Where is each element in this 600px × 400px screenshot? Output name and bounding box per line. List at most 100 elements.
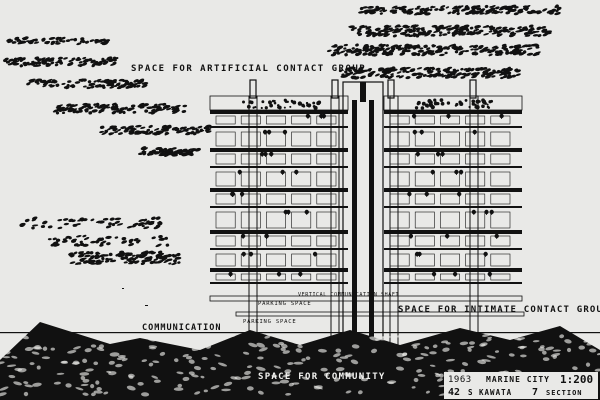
stipple-mark (353, 69, 361, 73)
unit-room (389, 193, 410, 205)
stipple-mark (141, 84, 148, 88)
terrain-stipple (351, 344, 360, 349)
stipple-mark (168, 262, 172, 265)
terrain-stipple (542, 357, 550, 362)
stipple-mark (375, 50, 379, 54)
stipple-mark (542, 9, 546, 12)
stipple-mark (50, 40, 56, 45)
terrain-stipple (486, 338, 492, 342)
stipple-mark (171, 253, 175, 257)
stipple-mark (491, 11, 496, 14)
terrain-stipple (13, 381, 22, 386)
terrain-stipple (461, 362, 469, 366)
stipple-mark (415, 75, 423, 79)
stipple-mark (161, 152, 167, 157)
floor-slab (210, 166, 348, 168)
stipple-mark (113, 58, 117, 62)
stipple-mark (91, 62, 98, 66)
stipple-mark (508, 27, 515, 31)
terrain-stipple (357, 390, 363, 395)
terrain-stipple (203, 389, 208, 393)
floor-slab (210, 148, 348, 152)
stipple-mark (362, 6, 368, 9)
floor-slab (210, 126, 348, 128)
stipple-mark (449, 71, 455, 76)
terrain-stipple (60, 360, 69, 364)
stipple-mark (412, 72, 418, 76)
stipple-mark (171, 111, 178, 114)
stipple-mark (135, 124, 142, 128)
stipple-mark (112, 110, 117, 114)
unit-room (266, 235, 286, 247)
unit-room (389, 153, 410, 165)
stipple-mark (79, 242, 85, 246)
stipple-mark (448, 44, 455, 48)
stipple-mark (477, 5, 481, 8)
stipple-mark (144, 256, 151, 260)
terrain-stipple (297, 344, 303, 349)
terrain-stipple (50, 347, 55, 351)
unit-room (316, 211, 337, 229)
tree-trunk (250, 254, 252, 257)
stipple-mark (475, 7, 482, 10)
stipple-mark (452, 32, 459, 36)
tree-trunk (473, 212, 475, 215)
stipple-mark (381, 29, 387, 32)
stipple-mark (158, 149, 165, 153)
stipple-mark (435, 67, 441, 71)
stipple-mark (422, 30, 426, 34)
stipple-mark (61, 108, 69, 112)
stipple-mark (392, 44, 399, 48)
stipple-mark (67, 62, 74, 67)
stipple-mark (120, 126, 127, 129)
stipple-mark (367, 5, 374, 9)
terrain-stipple (200, 375, 205, 379)
stipple-mark (140, 251, 146, 255)
terrain-stipple (585, 362, 591, 367)
stipple-mark (75, 58, 82, 62)
roof-foliage (481, 99, 487, 104)
stipple-mark (128, 131, 135, 135)
stipple-mark (122, 110, 126, 115)
stipple-mark (426, 69, 432, 73)
stipple-mark (471, 51, 477, 54)
stipple-mark (97, 259, 101, 263)
stipple-mark (61, 82, 66, 85)
stipple-mark (26, 82, 31, 86)
stipple-mark (171, 107, 177, 110)
stipple-mark (64, 107, 69, 110)
stipple-mark (502, 71, 509, 76)
unit-room (240, 211, 261, 229)
roof-foliage (289, 105, 292, 108)
stipple-mark (440, 5, 446, 9)
stipple-mark (148, 150, 155, 154)
stipple-mark (99, 103, 106, 108)
stipple-mark (18, 40, 24, 45)
stipple-mark (55, 42, 61, 45)
stipple-mark (496, 26, 502, 30)
terrain-stipple (141, 392, 150, 397)
terrain-stipple (137, 381, 144, 386)
stipple-mark (149, 260, 154, 265)
stipple-mark (167, 124, 172, 128)
unit-room (266, 153, 286, 165)
stipple-mark (368, 48, 373, 52)
stipple-mark (555, 9, 559, 13)
floor-slab (384, 268, 522, 272)
terrain-stipple (396, 335, 401, 338)
terrain-stipple (395, 366, 405, 371)
terrain-stipple (32, 382, 42, 387)
stipple-mark (404, 66, 411, 70)
terrain-stipple (191, 374, 199, 378)
unit-room (490, 253, 511, 267)
stipple-mark (87, 80, 92, 84)
stipple-mark (100, 41, 105, 45)
terrain-stipple (482, 333, 492, 337)
roof-foliage (301, 103, 305, 108)
unit-room (414, 153, 435, 165)
stipple-mark (391, 66, 396, 70)
stipple-mark (54, 63, 59, 67)
stipple-mark (544, 30, 549, 33)
stipple-mark (378, 68, 383, 72)
